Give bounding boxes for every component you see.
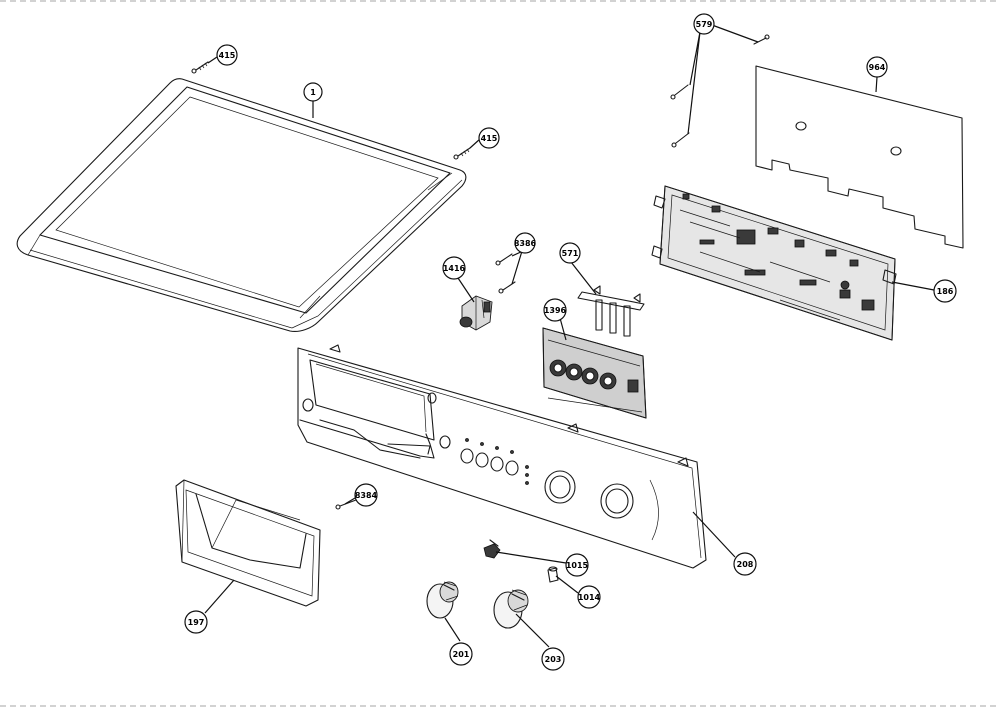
callout-579: 579 xyxy=(693,13,715,35)
screw-8386-a xyxy=(495,253,513,266)
callout-415-top: 415 xyxy=(216,44,238,66)
switch-1416 xyxy=(459,295,493,331)
control-board-186 xyxy=(651,185,897,341)
callout-964: 964 xyxy=(866,56,888,78)
knob-201 xyxy=(426,581,459,619)
callout-1: 1 xyxy=(303,82,323,102)
callout-label: 203 xyxy=(545,655,562,664)
callout-label: 208 xyxy=(737,560,754,569)
callout-8386: 8386 xyxy=(514,232,537,254)
callout-label: 964 xyxy=(869,63,886,72)
callout-label: 201 xyxy=(453,650,470,659)
callout-label: 1416 xyxy=(443,264,466,273)
callout-label: 571 xyxy=(562,249,579,258)
callout-8384: 8384 xyxy=(354,483,378,507)
callout-label: 1 xyxy=(310,88,316,97)
callout-1416: 1416 xyxy=(442,256,466,280)
screw-415-a xyxy=(191,61,209,74)
callout-201: 201 xyxy=(449,642,473,666)
button-carrier-1396 xyxy=(542,327,647,419)
clip-1015 xyxy=(483,539,501,559)
callout-1396: 1396 xyxy=(543,298,567,322)
dispenser-handle-197 xyxy=(175,479,321,607)
screw-415-b xyxy=(453,147,471,160)
callout-571: 571 xyxy=(559,242,581,264)
knob-203 xyxy=(493,589,529,629)
callout-203: 203 xyxy=(541,647,565,671)
callout-label: 1015 xyxy=(566,561,589,570)
callout-label: 186 xyxy=(937,287,954,296)
light-pipe-571 xyxy=(577,285,645,337)
callout-label: 415 xyxy=(481,134,498,143)
callout-415-right: 415 xyxy=(478,127,500,149)
callout-label: 1396 xyxy=(544,306,567,315)
callout-1015: 1015 xyxy=(565,553,589,577)
callout-186: 186 xyxy=(933,279,957,303)
screw-8384 xyxy=(335,499,357,510)
callout-label: 8386 xyxy=(514,239,537,248)
screw-579-a xyxy=(670,84,689,100)
callout-label: 197 xyxy=(188,618,205,627)
callout-label: 415 xyxy=(219,51,236,60)
callout-label: 1014 xyxy=(578,593,601,602)
top-lid-part xyxy=(16,78,467,332)
callout-197: 197 xyxy=(184,610,208,634)
callout-1014: 1014 xyxy=(577,585,601,609)
callout-label: 8384 xyxy=(355,491,378,500)
screw-579-c xyxy=(753,34,770,45)
indicator-1014 xyxy=(547,566,559,583)
cover-plate-964 xyxy=(755,65,964,249)
control-panel-208 xyxy=(297,344,707,569)
callout-208: 208 xyxy=(733,552,757,576)
callout-label: 579 xyxy=(696,20,713,29)
screw-8386-b xyxy=(498,281,516,294)
screw-579-b xyxy=(671,132,690,148)
